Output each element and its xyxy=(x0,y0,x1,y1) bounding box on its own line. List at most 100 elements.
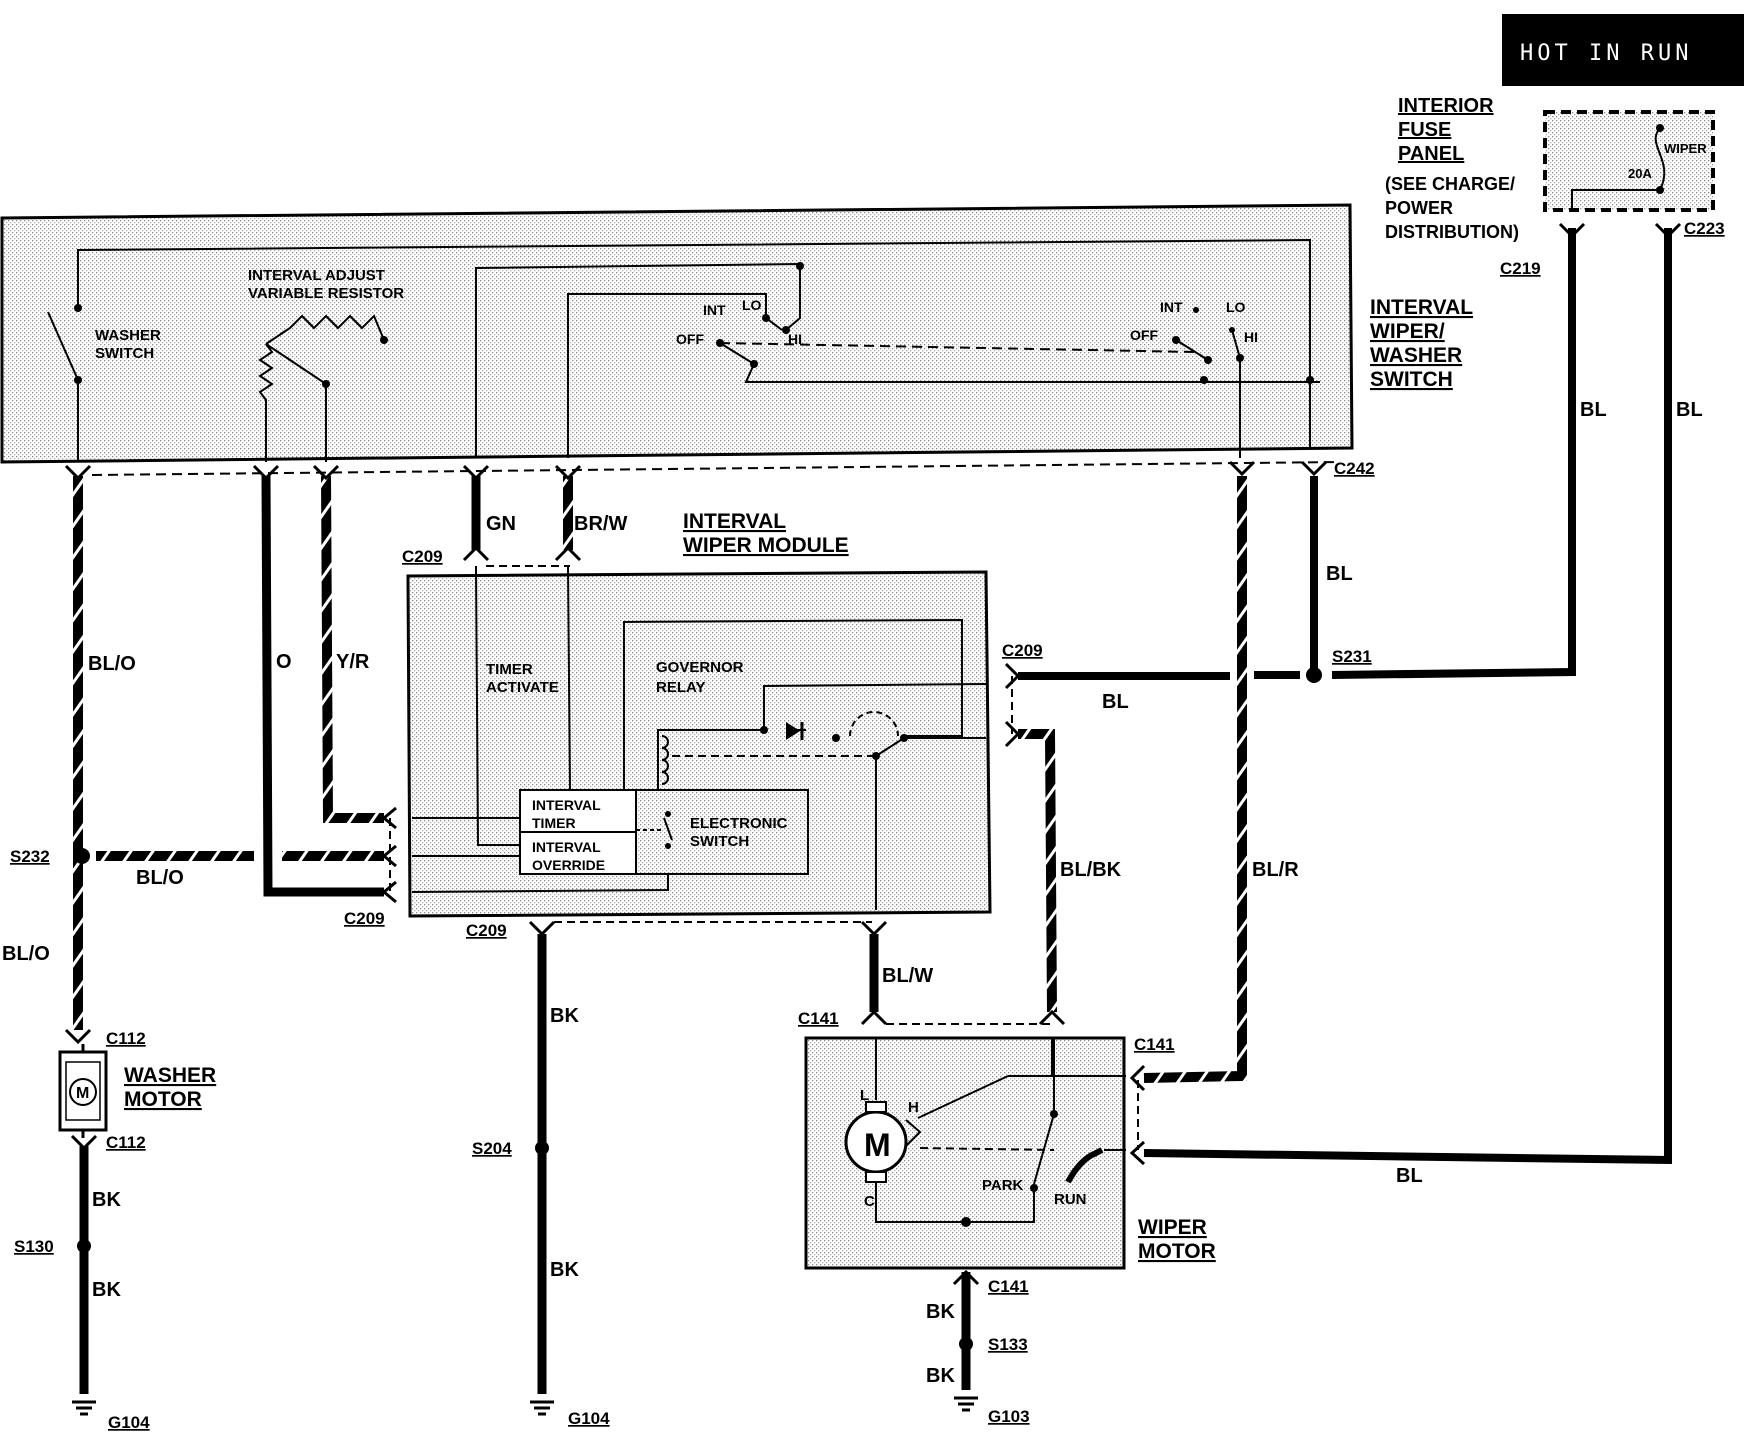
ground-icon xyxy=(530,1400,554,1416)
resistor-label-2: VARIABLE RESISTOR xyxy=(248,285,404,302)
interval-timer-label-1: INTERVAL xyxy=(532,797,601,813)
wire-label-gn: GN xyxy=(486,513,516,535)
module-title-1: INTERVAL xyxy=(683,510,786,533)
fuse-panel-title-2: FUSE xyxy=(1398,119,1451,141)
c141-right-label: C141 xyxy=(1134,1035,1175,1054)
fuse-panel-note-2: POWER xyxy=(1385,198,1453,218)
switch-title-2: WIPER/ xyxy=(1370,320,1445,343)
g104-middle-label: G104 xyxy=(568,1409,610,1428)
wire-label-bl-o-2: BL/O xyxy=(136,867,184,889)
wire-label-bl-bk: BL/BK xyxy=(1060,859,1122,881)
interval-timer-label-2: TIMER xyxy=(532,815,576,831)
c209-bottom-label: C209 xyxy=(466,921,507,940)
wiper-motor-symbol: M xyxy=(864,1127,891,1163)
wire-label-bl-5: BL xyxy=(1396,1165,1423,1187)
splice-dots xyxy=(74,667,1322,1351)
interval-wiper-module xyxy=(406,565,992,918)
governor-label-2: RELAY xyxy=(656,679,705,696)
hot-in-run-banner: HOT IN RUN xyxy=(1502,14,1744,86)
hot-in-run-label: HOT IN RUN xyxy=(1520,41,1692,66)
wire-label-bk-2: BK xyxy=(550,1259,579,1281)
wire-label-bk-5: BK xyxy=(926,1301,955,1323)
s133-label: S133 xyxy=(988,1335,1028,1354)
wire-label-bk-1: BK xyxy=(550,1005,579,1027)
wire-label-br-w: BR/W xyxy=(574,513,627,535)
washer-motor-symbol: M xyxy=(76,1085,89,1102)
wire-label-bk-3: BK xyxy=(92,1189,121,1211)
interval-wiper-washer-switch xyxy=(0,203,1354,464)
right-off-label: OFF xyxy=(1130,327,1158,343)
c141-top-label: C141 xyxy=(798,1009,839,1028)
left-off-label: OFF xyxy=(676,331,704,347)
connector-marks xyxy=(64,222,1682,1286)
c242-label: C242 xyxy=(1334,459,1375,478)
switch-title-4: SWITCH xyxy=(1370,368,1453,391)
washer-switch-label-2: SWITCH xyxy=(95,345,154,362)
c219-label: C219 xyxy=(1500,259,1541,278)
washer-motor-title-2: MOTOR xyxy=(124,1088,202,1111)
washer-motor-title-1: WASHER xyxy=(124,1064,216,1087)
fuse-panel-title-1: INTERIOR xyxy=(1398,95,1494,117)
s204-label: S204 xyxy=(472,1139,512,1158)
ground-symbols xyxy=(72,1396,978,1416)
wiper-c-label: C xyxy=(864,1193,875,1210)
ground-icon xyxy=(954,1396,978,1412)
c112-bottom-label: C112 xyxy=(106,1133,146,1152)
wire-label-bk-6: BK xyxy=(926,1365,955,1387)
wiper-motor: M xyxy=(804,1036,1126,1270)
left-lo-label: LO xyxy=(742,297,762,313)
fuse-panel-note-1: (SEE CHARGE/ xyxy=(1385,174,1515,194)
interval-override-label-1: INTERVAL xyxy=(532,839,601,855)
wire-label-bk-4: BK xyxy=(92,1279,121,1301)
wiring xyxy=(73,228,1672,1394)
wiper-l-label: L xyxy=(860,1087,869,1104)
wire-label-bl-1: BL xyxy=(1580,399,1607,421)
washer-motor-icon xyxy=(69,1078,97,1106)
s232-label: S232 xyxy=(10,847,50,866)
c209-top-label: C209 xyxy=(402,547,443,566)
left-hi-label: HI xyxy=(788,331,802,347)
electronic-switch-label-1: ELECTRONIC xyxy=(690,815,788,832)
fuse-rating: 20A xyxy=(1628,166,1652,181)
wire-o xyxy=(261,475,384,897)
left-int-label: INT xyxy=(703,302,726,318)
wiper-motor-title-2: MOTOR xyxy=(1138,1240,1216,1263)
relay-coil-icon xyxy=(661,735,669,785)
interior-fuse-panel: WIPER 20A xyxy=(1543,110,1715,212)
right-hi-label: HI xyxy=(1244,329,1258,345)
variable-resistor-icon xyxy=(258,343,274,462)
wiper-park-label: PARK xyxy=(982,1177,1024,1194)
g103-label: G103 xyxy=(988,1407,1030,1426)
c209-left-label: C209 xyxy=(344,909,385,928)
washer-switch-label-1: WASHER xyxy=(95,327,161,344)
washer-motor: M xyxy=(58,1044,108,1138)
fuse-panel-note-3: DISTRIBUTION) xyxy=(1385,222,1519,242)
resistor-label-1: INTERVAL ADJUST xyxy=(248,267,385,284)
wire-bl-r xyxy=(1143,476,1247,1083)
wire-label-bl-o-1: BL/O xyxy=(88,653,136,675)
wire-label-bl-o-3: BL/O xyxy=(2,943,50,965)
c209-right-label: C209 xyxy=(1002,641,1043,660)
ground-icon xyxy=(72,1400,96,1416)
c112-top-label: C112 xyxy=(106,1029,146,1048)
c223-label: C223 xyxy=(1684,219,1725,238)
timer-activate-label-2: ACTIVATE xyxy=(486,679,559,696)
wiper-h-label: H xyxy=(908,1099,919,1116)
wire-label-o: O xyxy=(276,651,292,673)
governor-label-1: GOVERNOR xyxy=(656,659,744,676)
wire-label-bl-2: BL xyxy=(1676,399,1703,421)
fuse-panel-title-3: PANEL xyxy=(1398,143,1464,165)
module-title-2: WIPER MODULE xyxy=(683,534,849,557)
fuse-name: WIPER xyxy=(1664,141,1707,156)
wire-bl-c219 xyxy=(1331,228,1576,679)
fuse-icon xyxy=(1654,127,1666,191)
wiper-run-label: RUN xyxy=(1054,1191,1087,1208)
switch-title-1: INTERVAL xyxy=(1370,296,1473,319)
wire-bl-bk xyxy=(1018,729,1057,1013)
right-int-label: INT xyxy=(1160,299,1183,315)
wire-label-bl-r: BL/R xyxy=(1252,859,1299,881)
switch-title-3: WASHER xyxy=(1370,344,1462,367)
electronic-switch-label-2: SWITCH xyxy=(690,833,749,850)
right-lo-label: LO xyxy=(1226,299,1246,315)
s231-label: S231 xyxy=(1332,647,1372,666)
